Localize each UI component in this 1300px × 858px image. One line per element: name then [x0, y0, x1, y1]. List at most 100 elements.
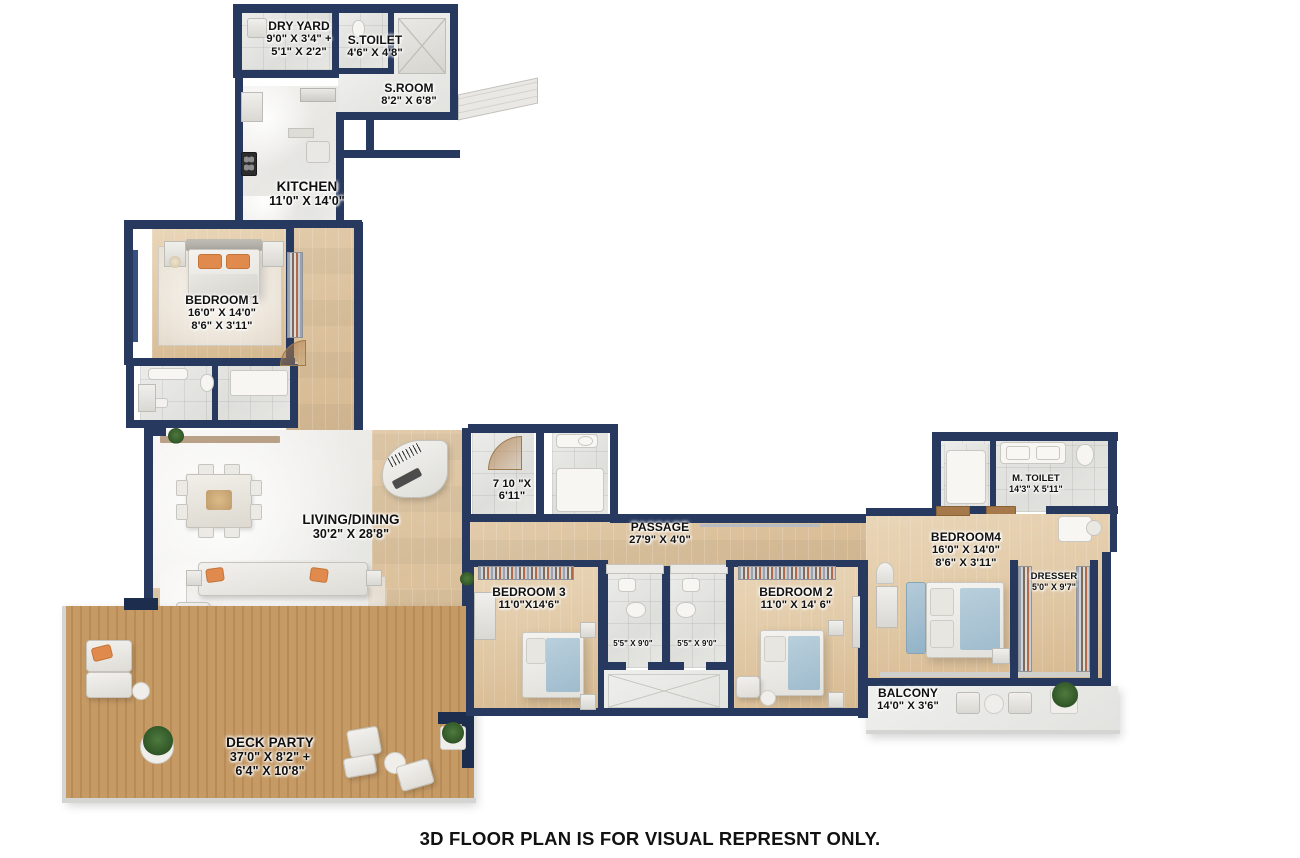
living-sofa-top-pillow-2	[309, 566, 329, 584]
passage-floor	[470, 522, 940, 566]
bedroom-1-nightstand-right	[262, 241, 284, 267]
deck-daybed-foot	[86, 672, 132, 698]
balcony-seat-2	[1008, 692, 1032, 714]
wall-bed1-top	[124, 220, 294, 229]
label-living-dining: LIVING/DINING 30'2" X 28'8"	[286, 512, 416, 541]
bedroom-4-seat	[992, 648, 1010, 664]
balcony-table	[984, 694, 1004, 714]
dining-chair-7	[198, 527, 214, 538]
living-dining-dim1: 30'2" X 28'8"	[312, 527, 390, 542]
kitchen-name: KITCHEN	[276, 179, 338, 194]
label-common-toilet: 7 10 "X 6'11"	[476, 478, 548, 503]
kitchen-counter-top	[300, 88, 336, 102]
wall-kitchen-right-lower	[336, 150, 372, 158]
living-dining-name: LIVING/DINING	[302, 512, 400, 527]
common-toilet-shower-tray	[556, 468, 604, 512]
toilet-2-dim1: 5'5" X 9'0"	[677, 639, 717, 648]
living-sidetable-1	[186, 570, 202, 586]
wall-living-right-upper	[462, 428, 471, 558]
deck-lounger-1	[345, 725, 383, 759]
bedroom-4-dim1: 16'0" X 14'0"	[931, 544, 1001, 557]
wall-kitchen-right	[336, 118, 344, 222]
toilet-3-header	[606, 564, 664, 574]
deck-party-dim2: 6'4" X 10'8"	[235, 764, 305, 779]
bedroom-3-bed-sheet	[546, 638, 580, 692]
common-toilet-sink	[578, 436, 593, 446]
label-s-toilet: S.TOILET 4'6" X 4'8"	[330, 33, 420, 60]
s-toilet-shower-drain	[370, 48, 378, 56]
living-console-plant	[168, 428, 184, 444]
toilet-2-wc	[676, 602, 696, 618]
bedroom-4-pillow-2	[930, 620, 954, 648]
s-toilet-wc	[352, 20, 365, 38]
bedroom-4-floorlamp	[876, 562, 894, 584]
wall-bed1-toilet-divider	[212, 366, 218, 422]
wall-mtoilet-bottom-right	[1046, 506, 1118, 514]
wall-ct-divider-lower	[536, 480, 544, 522]
kitchen-hob-burners	[244, 156, 254, 172]
wall-s-room-right	[450, 4, 458, 116]
dining-centerpiece	[206, 490, 232, 510]
balcony-seat-1	[956, 692, 980, 714]
wall-bed1-top-right	[286, 220, 362, 228]
label-balcony: BALCONY 14'0" X 3'6"	[862, 686, 954, 713]
wall-bed2-bottom	[726, 708, 866, 716]
dry-yard-dim1: 9'0" X 3'4" +	[266, 33, 332, 46]
wall-dresser-left	[1010, 560, 1018, 680]
deck-sidetable-round	[132, 682, 150, 700]
wall-bed3-left	[466, 560, 474, 714]
kitchen-fridge	[241, 92, 263, 122]
s-room-bed-cross	[398, 18, 446, 74]
bed1-toilet-counter	[148, 368, 188, 380]
m-toilet-sink-right	[1036, 446, 1060, 460]
balcony-name: BALCONY	[877, 686, 939, 700]
bedroom-4-bench	[906, 582, 926, 654]
wall-twin-bottom-left	[600, 662, 626, 670]
wall-bed3-bottom	[466, 708, 606, 716]
wall-twin-bottom-mid	[648, 662, 684, 670]
dining-chair-5	[198, 464, 214, 475]
wall-mtoilet-shower-divider	[990, 440, 996, 506]
bedroom-3-plant	[460, 572, 474, 586]
wall-bed4-right	[1102, 552, 1111, 686]
bedroom-4-bed-sheet	[960, 588, 1000, 650]
bedroom-1-pillow-right	[226, 254, 250, 269]
dining-chair-3	[250, 480, 262, 496]
bedroom-2-nightstand	[828, 620, 844, 636]
kitchen-island	[288, 128, 314, 138]
bedroom-4-name: BEDROOM4	[930, 530, 1002, 544]
passage-top-rail	[700, 524, 820, 527]
living-console-shelf	[160, 436, 280, 443]
label-dresser: DRESSER 5'0" X 9'7"	[1012, 571, 1096, 593]
bedroom-3-desk	[474, 592, 496, 640]
wall-bed4-bottom	[866, 678, 1110, 687]
bedroom-2-dim1: 11'0" X 14' 6"	[760, 599, 832, 612]
bedroom-3-wardrobe	[478, 566, 574, 580]
s-toilet-name: S.TOILET	[347, 33, 403, 47]
balcony-dim1: 14'0" X 3'6"	[877, 700, 939, 713]
wall-twin-left	[600, 560, 608, 714]
dining-chair-6	[224, 464, 240, 475]
balcony-rail	[866, 730, 1120, 734]
m-toilet-name: M. TOILET	[1012, 473, 1060, 484]
wall-dryyard-bottom	[233, 70, 339, 78]
label-passage: PASSAGE 27'9" X 4'0"	[600, 520, 720, 547]
toilet-3-wc	[626, 602, 646, 618]
label-deck-party: DECK PARTY 37'0" X 8'2" + 6'4" X 10'8"	[204, 735, 336, 778]
toilet-2-sink	[682, 578, 700, 592]
bed1-toilet-wc	[200, 374, 214, 392]
dining-chair-1	[176, 480, 188, 496]
dresser-rail-right	[1076, 566, 1090, 672]
toilet-3-sink	[618, 578, 636, 592]
wall-corridor-right	[354, 222, 363, 434]
label-bedroom-4: BEDROOM4 16'0" X 14'0" 8'6" X 3'11"	[902, 530, 1030, 569]
bedroom-4-dim2: 8'6" X 3'11"	[935, 556, 997, 569]
wall-mtoilet-left	[932, 432, 941, 514]
bedroom-1-bed-sheet	[190, 274, 258, 295]
bed4-window-bottom	[880, 672, 1090, 677]
bedroom-1-name: BEDROOM 1	[185, 293, 259, 307]
wall-twin-right	[726, 560, 734, 714]
bed1-toilet-tub	[230, 370, 288, 396]
wall-service-bottom	[374, 150, 460, 158]
